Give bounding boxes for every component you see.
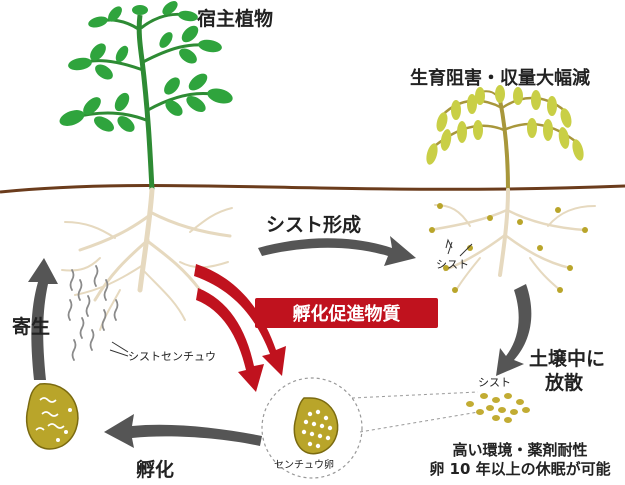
resistance-note-line1: 高い環境・薬剤耐性: [452, 441, 588, 459]
damage-label: 生育阻害・収量大幅減: [410, 68, 590, 89]
egg-cyst: [293, 397, 339, 455]
zoom-line-bottom: [359, 411, 479, 433]
parasitism-label: 寄生: [12, 316, 51, 338]
cyst-pointer-arrow: [445, 238, 453, 249]
cyst-pointer: [447, 241, 473, 257]
egg-zoom-circle: [261, 377, 363, 479]
hatching-substance-arrows: [194, 264, 286, 392]
nematode-pointer: [109, 341, 129, 357]
cyst-formation-label: シスト形成: [266, 214, 362, 236]
cycle-arrows: [28, 236, 532, 448]
soil-cyst-label: シスト: [478, 376, 511, 389]
wilted-plant: [426, 85, 584, 191]
zoom-line-top: [351, 391, 479, 399]
scatter-arrow: [496, 284, 532, 376]
resistance-note-line2: 卵 10 年以上の休眠が可能: [429, 460, 611, 478]
soil-cysts: [466, 393, 530, 423]
healthy-roots: [61, 187, 233, 331]
infested-roots: [428, 188, 596, 293]
root-cyst-label: シスト: [436, 258, 469, 271]
hatch-arrow: [104, 414, 262, 448]
hatch-label: 孵化: [136, 459, 175, 481]
healthy-plant: [59, 1, 233, 191]
nematode-label: シストセンチュウ: [128, 350, 216, 363]
hatched-cyst: [25, 383, 79, 450]
egg-label: センチュウ卵: [274, 460, 334, 471]
scatter-label-line2: 放散: [545, 372, 584, 394]
cyst-formation-arrow: [258, 236, 416, 266]
soil-surface-line: [0, 184, 625, 194]
root-cysts: [429, 203, 588, 293]
parasitism-arrow: [28, 258, 58, 380]
scatter-label-line1: 土壌中に: [529, 348, 606, 370]
hatching-substance-badge: 孵化促進物質: [255, 298, 438, 328]
host-plant-label: 宿主植物: [197, 8, 274, 30]
juvenile-nematodes: [67, 265, 119, 361]
